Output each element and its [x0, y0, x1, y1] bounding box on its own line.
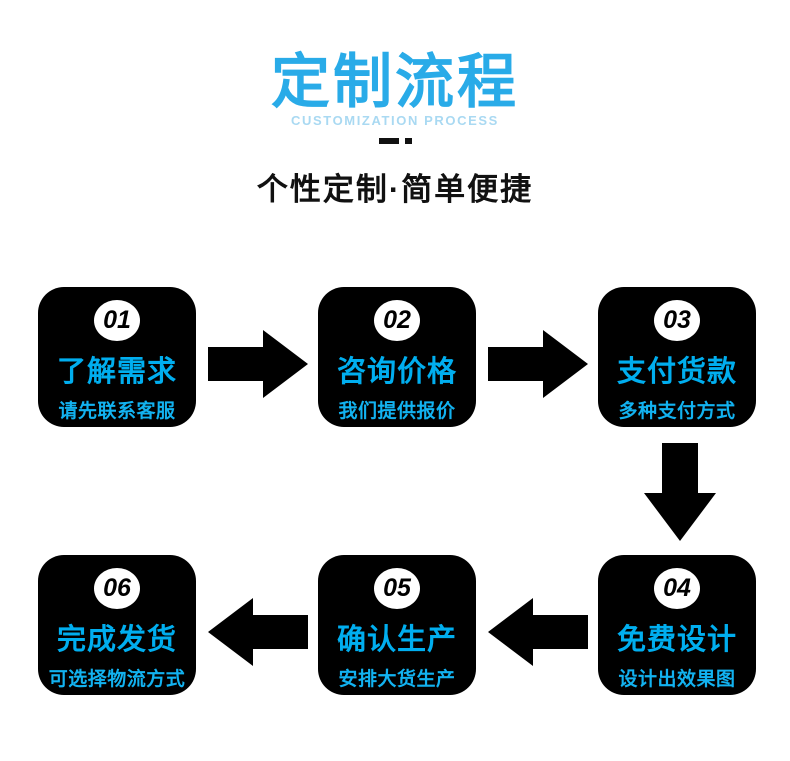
step-card-05: 05 确认生产 安排大货生产	[318, 555, 476, 695]
step-number-badge: 06	[94, 568, 140, 609]
step-subtitle: 多种支付方式	[618, 401, 736, 422]
arrow-down-icon	[644, 443, 716, 541]
step-subtitle: 我们提供报价	[338, 401, 456, 422]
page-title: 定制流程	[270, 49, 519, 115]
step-card-04: 04 免费设计 设计出效果图	[598, 555, 756, 695]
step-title: 支付货款	[616, 356, 737, 388]
step-number: 04	[663, 574, 691, 602]
step-card-03: 03 支付货款 多种支付方式	[598, 287, 756, 427]
dash-long-icon	[378, 138, 399, 144]
step-card-01: 01 了解需求 请先联系客服	[38, 287, 196, 427]
step-subtitle: 安排大货生产	[338, 669, 456, 690]
step-number-badge: 05	[374, 568, 420, 609]
step-subtitle: 可选择物流方式	[48, 669, 186, 690]
arrow-right-icon	[208, 330, 308, 398]
step-number: 05	[383, 574, 411, 602]
arrow-left-icon	[208, 598, 308, 666]
page-subtitle-en: CUSTOMIZATION PROCESS	[291, 113, 499, 128]
step-title: 完成发货	[56, 624, 177, 656]
step-title: 免费设计	[616, 624, 737, 656]
dash-dot-icon	[404, 138, 412, 144]
step-number-badge: 02	[374, 300, 420, 341]
step-card-02: 02 咨询价格 我们提供报价	[318, 287, 476, 427]
step-title: 咨询价格	[336, 356, 457, 388]
step-number-badge: 04	[654, 568, 700, 609]
step-title: 确认生产	[336, 624, 457, 656]
dash-divider-icon	[0, 138, 790, 144]
arrow-right-icon	[488, 330, 588, 398]
step-number-badge: 03	[654, 300, 700, 341]
step-number: 06	[103, 574, 131, 602]
step-number: 01	[103, 306, 131, 334]
step-subtitle: 请先联系客服	[58, 401, 176, 422]
tagline: 个性定制·简单便捷	[256, 172, 534, 207]
step-subtitle: 设计出效果图	[618, 669, 736, 690]
step-number: 02	[383, 306, 411, 334]
step-number-badge: 01	[94, 300, 140, 341]
step-card-06: 06 完成发货 可选择物流方式	[38, 555, 196, 695]
arrow-left-icon	[488, 598, 588, 666]
step-title: 了解需求	[56, 356, 177, 388]
step-number: 03	[663, 306, 691, 334]
